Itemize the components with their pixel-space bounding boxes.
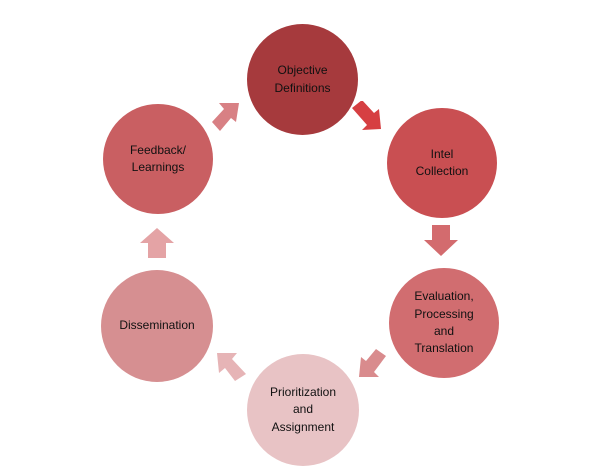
dissemination-label: Dissemination <box>119 318 195 333</box>
feedback-learnings-label: Feedback/ Learnings <box>129 142 187 174</box>
prioritization-assignment-label: Prioritization and Assignment <box>269 384 337 434</box>
dissemination-node: Dissemination <box>101 270 213 382</box>
objective-definitions-label: Objective Definitions <box>274 63 331 95</box>
intel-collection-label: Intel Collection <box>415 146 469 178</box>
objective-definitions-node: Objective Definitions <box>247 24 358 135</box>
arrow-icon-6 <box>212 103 239 131</box>
evaluation-processing-translation-node: Evaluation, Processing and Translation <box>389 268 499 378</box>
intel-collection-node: Intel Collection <box>387 108 497 218</box>
feedback-learnings-node: Feedback/ Learnings <box>103 104 213 214</box>
evaluation-processing-translation-label: Evaluation, Processing and Translation <box>414 289 474 356</box>
arrow-icon-4 <box>217 353 246 381</box>
arrow-icon-1 <box>352 101 381 130</box>
arrow-icon-5 <box>140 228 174 258</box>
arrow-icon-2 <box>424 225 458 256</box>
arrow-icon-3 <box>359 349 386 377</box>
prioritization-assignment-node: Prioritization and Assignment <box>247 354 359 466</box>
